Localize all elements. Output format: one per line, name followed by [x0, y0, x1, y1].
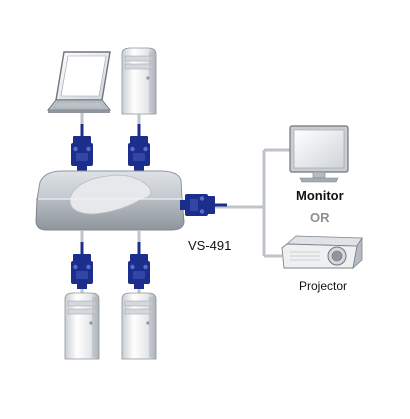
- vga-connector-icon: [128, 242, 150, 289]
- projector-icon: [281, 235, 363, 270]
- switch-model-label: VS-491: [188, 238, 231, 253]
- input-cables-top: [80, 113, 141, 132]
- vga-connector-icon: [180, 194, 227, 216]
- tower-pc-icon: [121, 47, 157, 115]
- or-label: OR: [310, 210, 330, 225]
- monitor-label: Monitor: [296, 188, 344, 203]
- vga-connector-icon: [71, 124, 93, 171]
- tower-pc-icon: [121, 292, 157, 360]
- projector-label: Projector: [299, 279, 347, 293]
- laptop-icon: [46, 51, 112, 113]
- vga-connector-icon: [71, 242, 93, 289]
- monitor-icon: [289, 125, 349, 183]
- switch-box-icon: [35, 170, 185, 231]
- vga-connector-icon: [128, 124, 150, 171]
- tower-pc-icon: [64, 292, 100, 360]
